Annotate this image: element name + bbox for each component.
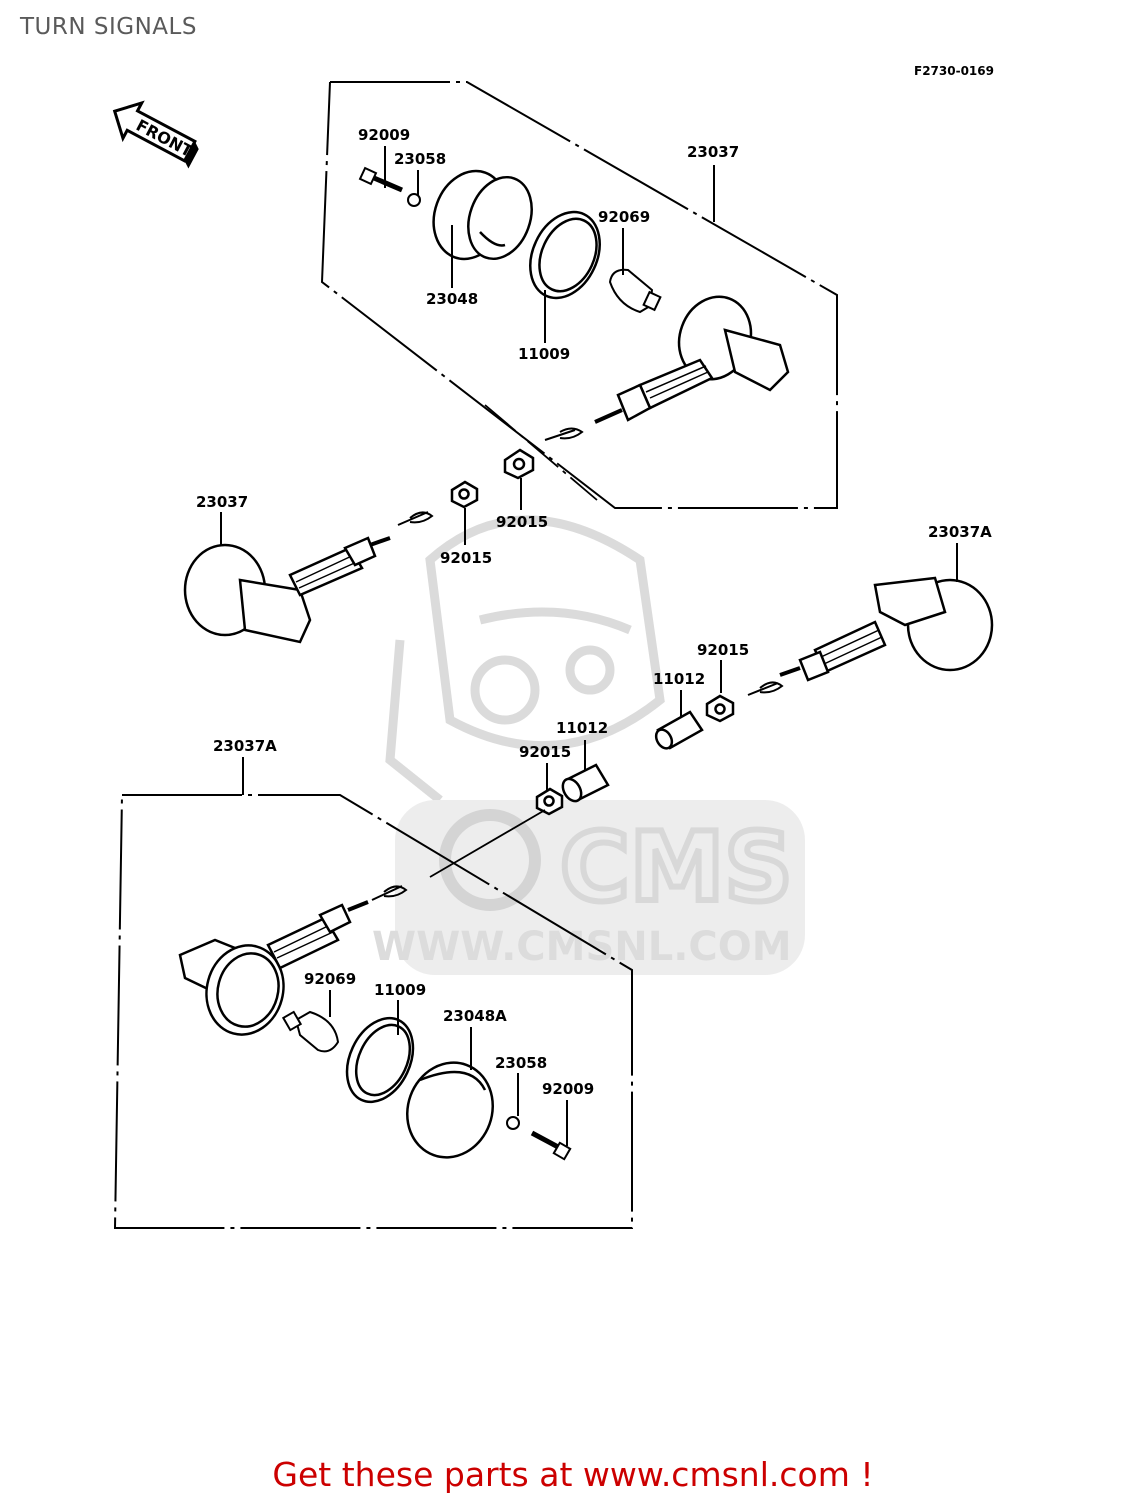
callout-left-assembly: 23037: [196, 493, 248, 511]
callout-top-bulb: 92069: [598, 208, 650, 226]
callout-bottom-screw: 92009: [542, 1080, 594, 1098]
top-washer-icon: [407, 193, 421, 207]
right-signal-housing-icon: [779, 576, 994, 682]
diagram-code: F2730-0169: [914, 64, 994, 78]
right-wire-connector-icon: [747, 681, 784, 696]
bottom-wire-connector-icon: [371, 885, 408, 901]
callout-bottom-washer: 23058: [495, 1054, 547, 1072]
watermark-mascot-icon: [385, 515, 665, 804]
callout-left-nut: 92015: [440, 549, 492, 567]
top-group-outline: [320, 81, 838, 509]
callout-bottom-bulb: 92069: [304, 970, 356, 988]
watermark-logo: CMS WWW.CMSNL.COM: [372, 800, 805, 975]
callout-top-screw: 92009: [358, 126, 410, 144]
right-nut-icon: [705, 694, 735, 723]
top-wire-connector-icon: [544, 427, 584, 441]
callout-top-gasket: 11009: [518, 345, 570, 363]
bottom-washer-icon: [506, 1116, 520, 1130]
top-nut-right-icon: [503, 448, 535, 480]
center-nut-icon: [535, 787, 564, 816]
callout-top-washer: 23058: [394, 150, 446, 168]
front-arrow-icon: FRONT: [112, 100, 199, 169]
top-lens-icon: [432, 169, 533, 261]
left-signal-housing-icon: [183, 536, 391, 644]
callout-center-spacer: 11012: [556, 719, 608, 737]
callout-right-spacer: 11012: [653, 670, 705, 688]
left-nut-icon: [450, 480, 479, 509]
bottom-lens-icon: [406, 1061, 494, 1159]
leader-lines: [220, 146, 958, 1146]
bottom-signal-housing-icon: [178, 900, 369, 1036]
parts-diagram: CMS WWW.CMSNL.COM FRONT F2730-0169: [112, 64, 994, 1229]
top-bulb-icon: [608, 268, 662, 314]
page-title: TURN SIGNALS: [20, 14, 197, 40]
callout-bottom-lens: 23048A: [443, 1007, 507, 1025]
bottom-screw-icon: [530, 1130, 572, 1161]
watermark: CMS WWW.CMSNL.COM: [372, 515, 805, 975]
callout-top-assembly: 23037: [687, 143, 739, 161]
callout-bottom-assembly: 23037A: [213, 737, 277, 755]
top-signal-housing-icon: [594, 295, 790, 424]
callout-bottom-gasket: 11009: [374, 981, 426, 999]
callout-top-lens: 23048: [426, 290, 478, 308]
top-screw-icon: [358, 166, 403, 193]
bottom-group-outline: [113, 794, 633, 1229]
watermark-brand: CMS: [560, 813, 793, 923]
center-spacer-icon: [561, 763, 610, 803]
watermark-url: WWW.CMSNL.COM: [372, 924, 792, 970]
left-wire-connector-icon: [397, 511, 434, 526]
bottom-bulb-icon: [281, 1010, 340, 1053]
footer-shop-link[interactable]: Get these parts at www.cmsnl.com !: [272, 1455, 874, 1494]
callout-right-assembly: 23037A: [928, 523, 992, 541]
callout-right-nut: 92015: [697, 641, 749, 659]
callout-top-nut-right: 92015: [496, 513, 548, 531]
callout-center-nut: 92015: [519, 743, 571, 761]
right-spacer-icon: [654, 710, 704, 750]
